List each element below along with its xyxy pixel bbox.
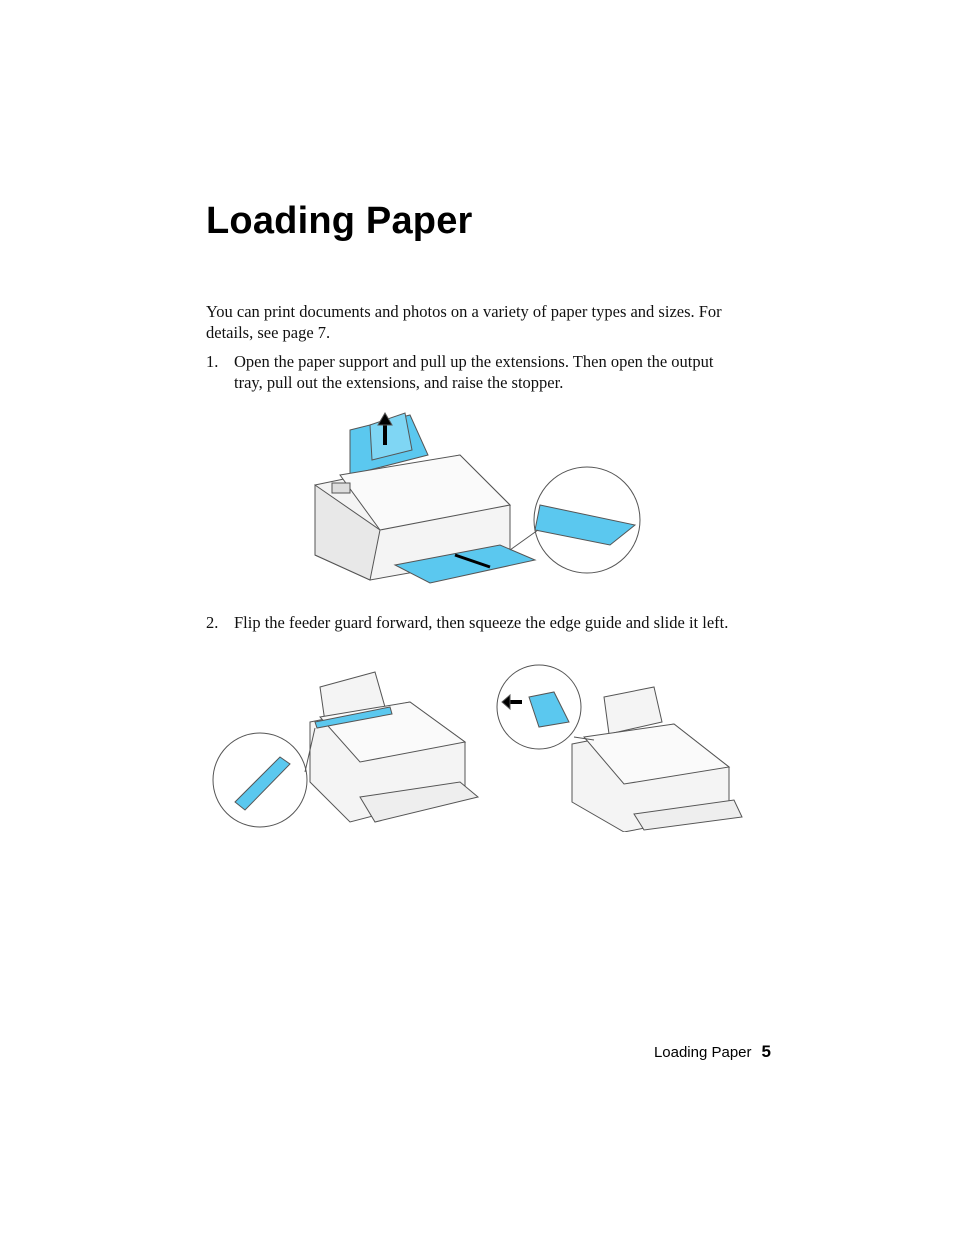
intro-paragraph: You can print documents and photos on a … (206, 302, 722, 342)
step-text: Flip the feeder guard forward, then sque… (234, 613, 729, 632)
edge-guide-illustration (496, 664, 743, 832)
page-title: Loading Paper (206, 200, 473, 242)
step-2: 2. Flip the feeder guard forward, then s… (206, 612, 746, 633)
step-1: 1. Open the paper support and pull up th… (206, 351, 746, 393)
step-number: 1. (206, 352, 219, 371)
page-footer: Loading Paper 5 (654, 1042, 771, 1062)
printer-open-illustration (314, 412, 641, 584)
step-number: 2. (206, 613, 219, 632)
page-number: 5 (761, 1042, 771, 1061)
step-text: Open the paper support and pull up the e… (234, 352, 714, 392)
footer-section: Loading Paper (653, 1044, 752, 1061)
feeder-guard-illustration (212, 671, 480, 828)
